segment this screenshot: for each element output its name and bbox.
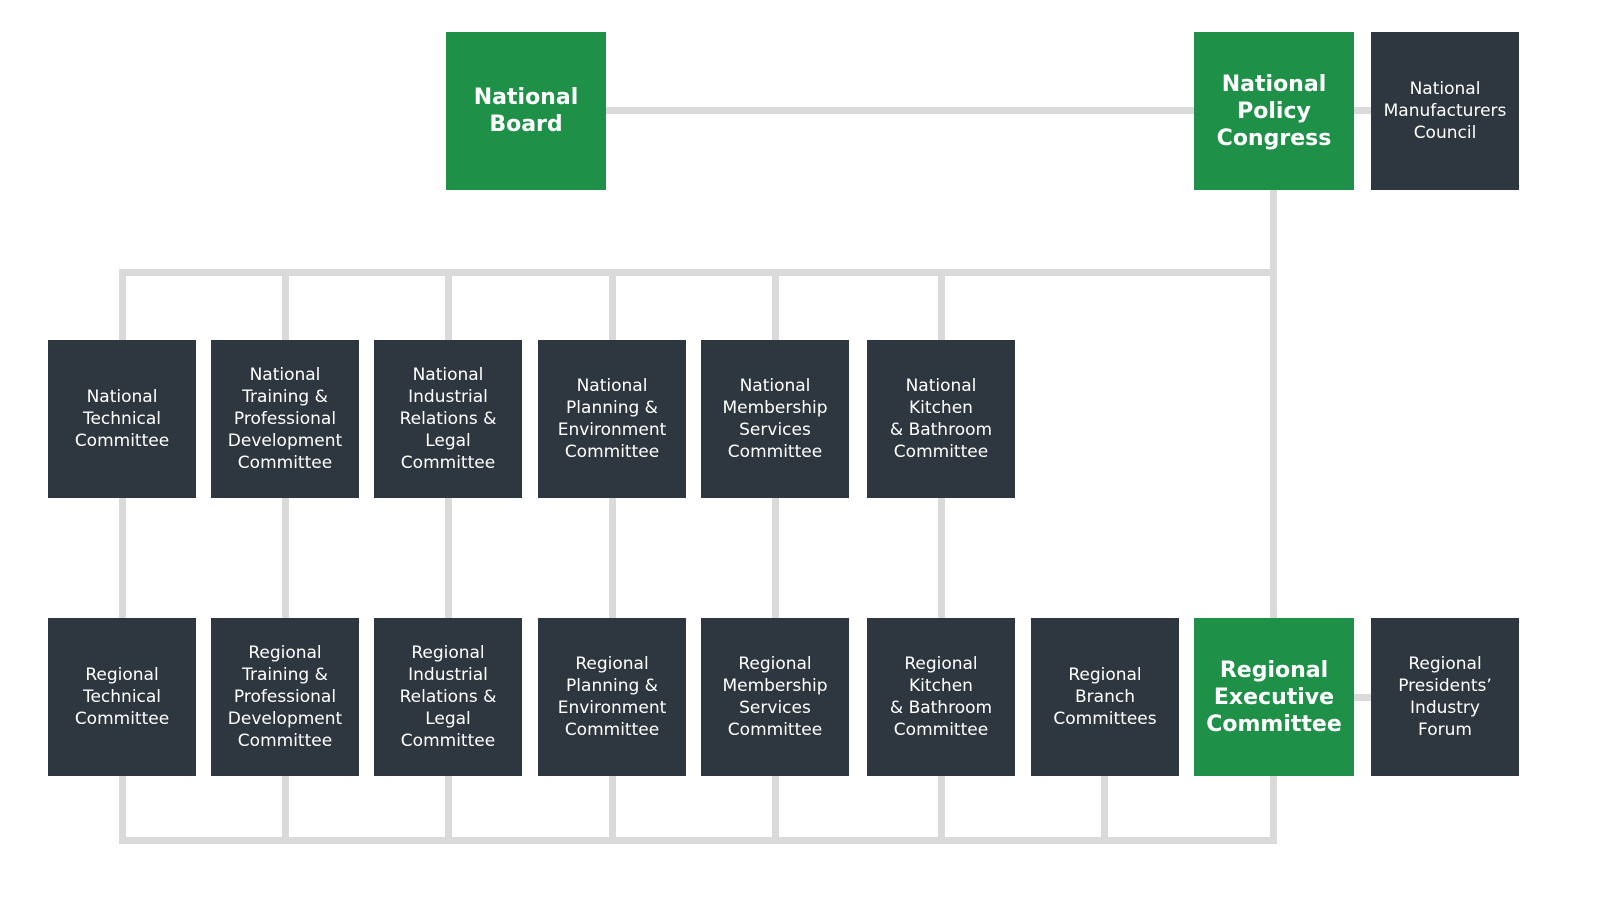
connector-branch-bottom: [1101, 776, 1108, 844]
national-committee-label: National Membership Services Committee: [722, 376, 828, 462]
national-manufacturers-council-label: National Manufacturers Council: [1383, 79, 1507, 143]
connector-vertical: [445, 272, 452, 340]
connector-vertical: [119, 776, 126, 842]
connector-executive-forum: [1354, 694, 1371, 701]
regional-committee-label: Regional Industrial Relations & Legal Co…: [399, 643, 497, 751]
connector-vertical: [119, 498, 126, 618]
national-committee-box: National Training & Professional Develop…: [211, 340, 359, 498]
national-committee-box: National Kitchen & Bathroom Committee: [867, 340, 1015, 498]
regional-committee-label: Regional Planning & Environment Committe…: [557, 654, 667, 740]
regional-committee-box: Regional Training & Professional Develop…: [211, 618, 359, 776]
national-committee-label: National Industrial Relations & Legal Co…: [399, 365, 497, 473]
connector-vertical: [772, 498, 779, 618]
national-committee-box: National Planning & Environment Committe…: [538, 340, 686, 498]
connector-vertical: [938, 272, 945, 340]
connector-regional-bus: [119, 837, 1277, 844]
regional-executive-committee-box: Regional Executive Committee: [1194, 618, 1354, 776]
connector-executive-bottom: [1270, 776, 1277, 844]
connector-vertical: [938, 498, 945, 618]
regional-committee-label: Regional Membership Services Committee: [722, 654, 828, 740]
regional-committee-box: Regional Industrial Relations & Legal Co…: [374, 618, 522, 776]
connector-vertical: [772, 272, 779, 340]
national-board-label: National Board: [473, 85, 579, 137]
regional-committee-label: Regional Kitchen & Bathroom Committee: [889, 654, 993, 740]
national-committee-label: National Planning & Environment Committe…: [557, 376, 667, 462]
connector-vertical: [609, 776, 616, 842]
national-committee-label: National Technical Committee: [74, 387, 170, 451]
regional-committee-label: Regional Technical Committee: [74, 665, 170, 729]
connector-vertical: [282, 776, 289, 842]
regional-committee-box: Regional Planning & Environment Committe…: [538, 618, 686, 776]
regional-committee-box: Regional Branch Committees: [1031, 618, 1179, 776]
regional-presidents-forum-label: Regional Presidents’ Industry Forum: [1398, 654, 1492, 740]
connector-vertical: [772, 776, 779, 842]
connector-vertical: [938, 776, 945, 842]
national-manufacturers-council-box: National Manufacturers Council: [1371, 32, 1519, 190]
connector-vertical: [445, 776, 452, 842]
national-committee-label: National Kitchen & Bathroom Committee: [889, 376, 993, 462]
regional-executive-committee-label: Regional Executive Committee: [1206, 657, 1342, 737]
connector-vertical: [282, 272, 289, 340]
national-committee-box: National Technical Committee: [48, 340, 196, 498]
connector-board-congress: [606, 107, 1194, 114]
national-policy-congress-label: National Policy Congress: [1216, 71, 1332, 151]
connector-vertical: [282, 498, 289, 618]
connector-vertical: [609, 272, 616, 340]
national-committee-box: National Membership Services Committee: [701, 340, 849, 498]
connector-vertical: [609, 498, 616, 618]
regional-presidents-forum-box: Regional Presidents’ Industry Forum: [1371, 618, 1519, 776]
regional-committee-label: Regional Training & Professional Develop…: [227, 643, 343, 751]
connector-congress-council: [1354, 107, 1371, 114]
connector-congress-trunk: [1270, 190, 1277, 618]
national-committee-box: National Industrial Relations & Legal Co…: [374, 340, 522, 498]
national-committee-label: National Training & Professional Develop…: [227, 365, 343, 473]
national-policy-congress-box: National Policy Congress: [1194, 32, 1354, 190]
national-board-box: National Board: [446, 32, 606, 190]
connector-vertical: [119, 272, 126, 340]
regional-committee-box: Regional Technical Committee: [48, 618, 196, 776]
regional-committee-box: Regional Kitchen & Bathroom Committee: [867, 618, 1015, 776]
regional-committee-label: Regional Branch Committees: [1053, 665, 1157, 729]
connector-vertical: [445, 498, 452, 618]
regional-committee-box: Regional Membership Services Committee: [701, 618, 849, 776]
connector-national-bus: [119, 269, 1277, 276]
